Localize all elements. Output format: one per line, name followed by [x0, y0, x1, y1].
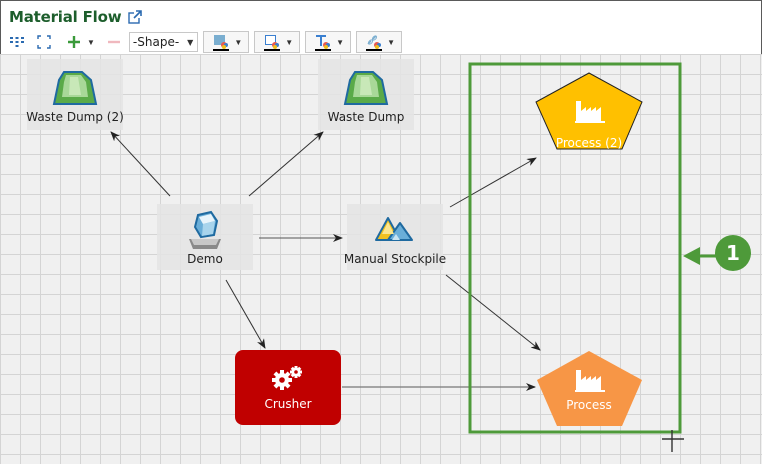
fill-color-button[interactable]: ▼	[203, 31, 250, 53]
connection-demo-waste-dump[interactable]	[248, 131, 324, 197]
process-2-label: Process (2)	[555, 136, 623, 150]
connection-stockpile-process-2[interactable]	[449, 157, 537, 208]
shape-select-value: -Shape-	[132, 35, 180, 49]
chevron-down-icon: ▼	[285, 37, 294, 47]
add-dropdown-caret[interactable]: ▼	[87, 37, 95, 47]
add-icon	[68, 36, 80, 48]
border-color-icon	[264, 35, 281, 51]
node-waste-dump[interactable]: Waste Dump	[318, 59, 414, 130]
connection-demo-waste-dump-2[interactable]	[110, 131, 171, 197]
add-button[interactable]: ▼	[65, 32, 95, 52]
fit-button[interactable]	[33, 32, 55, 52]
node-demo[interactable]: Demo	[157, 204, 253, 270]
node-crusher[interactable]: Crusher	[235, 350, 341, 425]
panel-header: Material Flow	[9, 7, 143, 27]
crosshair-cursor	[662, 430, 684, 452]
node-label: Demo	[187, 252, 223, 266]
node-label: Waste Dump (2)	[26, 110, 124, 124]
chevron-down-icon: ▼	[336, 37, 345, 47]
connection-stockpile-process[interactable]	[445, 274, 541, 351]
connection-demo-crusher[interactable]	[225, 279, 266, 349]
stockpile-icon	[375, 217, 413, 241]
chevron-down-icon: ▼	[387, 37, 396, 47]
node-label: Manual Stockpile	[343, 252, 447, 266]
chevron-down-icon: ▼	[187, 37, 194, 47]
text-color-button[interactable]: ▼	[305, 31, 352, 53]
node-manual-stockpile[interactable]: Manual Stockpile	[343, 204, 447, 270]
toolbar: ▼ -Shape- ▼ ▼ ▼	[7, 31, 403, 53]
callout-badge: 1	[715, 235, 751, 271]
waste-dump-icon	[343, 71, 389, 105]
remove-button[interactable]	[105, 32, 123, 52]
mine-source-icon	[189, 210, 221, 249]
fit-to-screen-icon	[37, 35, 51, 49]
factory-icon	[575, 101, 605, 123]
process-label: Process	[566, 398, 612, 412]
border-color-button[interactable]: ▼	[254, 31, 301, 53]
fill-color-icon	[213, 35, 230, 51]
diagram-canvas[interactable]: Waste Dump (2) Waste Dump Demo Manual St…	[0, 54, 762, 464]
hierarchy-layout-icon	[10, 37, 24, 47]
open-external-icon[interactable]	[128, 10, 143, 24]
gears-icon	[272, 365, 302, 390]
layout-button[interactable]	[7, 32, 27, 52]
waste-dump-icon	[52, 71, 98, 105]
link-color-icon	[366, 35, 383, 51]
node-label: Crusher	[264, 396, 312, 411]
link-color-button[interactable]: ▼	[356, 31, 403, 53]
node-label: Waste Dump	[327, 110, 405, 124]
node-waste-dump-2[interactable]: Waste Dump (2)	[26, 59, 124, 130]
chevron-down-icon: ▼	[234, 37, 243, 47]
callout-arrowhead	[683, 247, 700, 265]
remove-icon	[107, 40, 120, 44]
text-color-icon	[315, 35, 332, 51]
shape-select[interactable]: -Shape- ▼	[128, 32, 199, 52]
factory-icon	[575, 370, 605, 392]
panel-title: Material Flow	[9, 8, 122, 26]
